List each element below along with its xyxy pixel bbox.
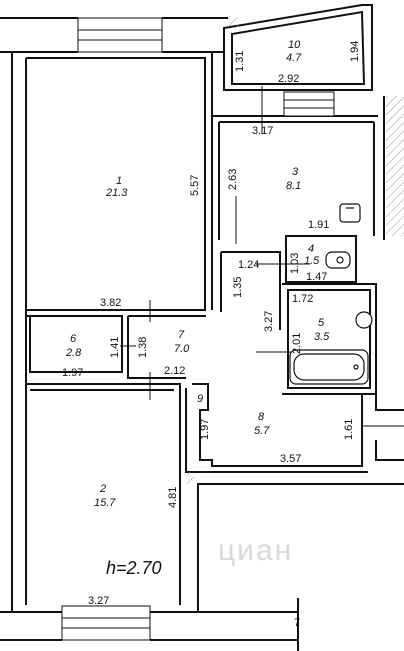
dimension: 5.57 [189,175,201,196]
dimension: 2.12 [164,365,185,377]
dimension: 3.27 [88,595,109,607]
room-area: 15.7 [94,497,116,509]
room-number: 1 [116,175,122,187]
sink-icon [339,203,361,223]
dimension: 3.82 [100,297,121,309]
washbasin-icon [355,311,373,329]
room-number: 9 [197,393,203,405]
room-number: 7 [178,329,185,341]
dimension: 1.03 [289,253,301,274]
room-number: 3 [292,166,299,178]
dimension: 2.63 [227,169,239,190]
dimension: 3.17 [252,125,273,137]
room-area: 7.0 [174,343,190,355]
room-area: 8.1 [286,180,301,192]
dimension: 1.97 [62,367,83,379]
room-number: 4 [308,243,314,255]
dimension-labels: 1.31 1.94 2.92 3.17 2.63 1.91 5.57 3.82 … [62,41,361,607]
room-number: 6 [70,333,77,345]
room-number: 10 [288,39,301,51]
dimension: 1.94 [349,41,361,62]
room-number: 8 [258,411,265,423]
dimension: 1.97 [199,419,211,440]
room-area: 1.5 [304,255,320,267]
dimension: 1.61 [343,419,355,440]
windows [61,17,335,641]
walls [0,4,404,651]
dimension: 1.41 [109,337,121,358]
room-number: 2 [99,483,106,495]
dimension: 1.24 [238,259,259,271]
dimension: 2.01 [291,333,303,354]
dimension: 4.81 [167,487,179,508]
ceiling-height: h=2.70 [106,558,162,578]
room-area: 5.7 [254,425,270,437]
dimension: 1.91 [308,219,329,231]
dimension: 1.31 [234,51,246,72]
edge-mark: 7 [294,617,300,629]
dimension: 1.72 [292,293,313,305]
fixtures [289,203,373,385]
room-area: 3.5 [314,331,330,343]
dimension: 3.27 [263,311,275,332]
room-labels: 10 4.7 1 21.3 3 8.1 4 1.5 5 3.5 6 2.8 7 … [65,39,330,509]
room-area: 2.8 [65,347,82,359]
dimension: 1.38 [137,337,149,358]
dimension: 2.92 [278,73,299,85]
dimension: 1.47 [306,271,327,283]
hatched-areas [186,16,404,484]
leader-lines [120,86,404,427]
room-number: 5 [318,317,325,329]
room-area: 4.7 [286,52,302,64]
room-area: 21.3 [105,187,128,199]
dimension: 1.35 [232,277,244,298]
dimension: 3.57 [280,453,301,465]
watermark: циан [218,534,293,567]
